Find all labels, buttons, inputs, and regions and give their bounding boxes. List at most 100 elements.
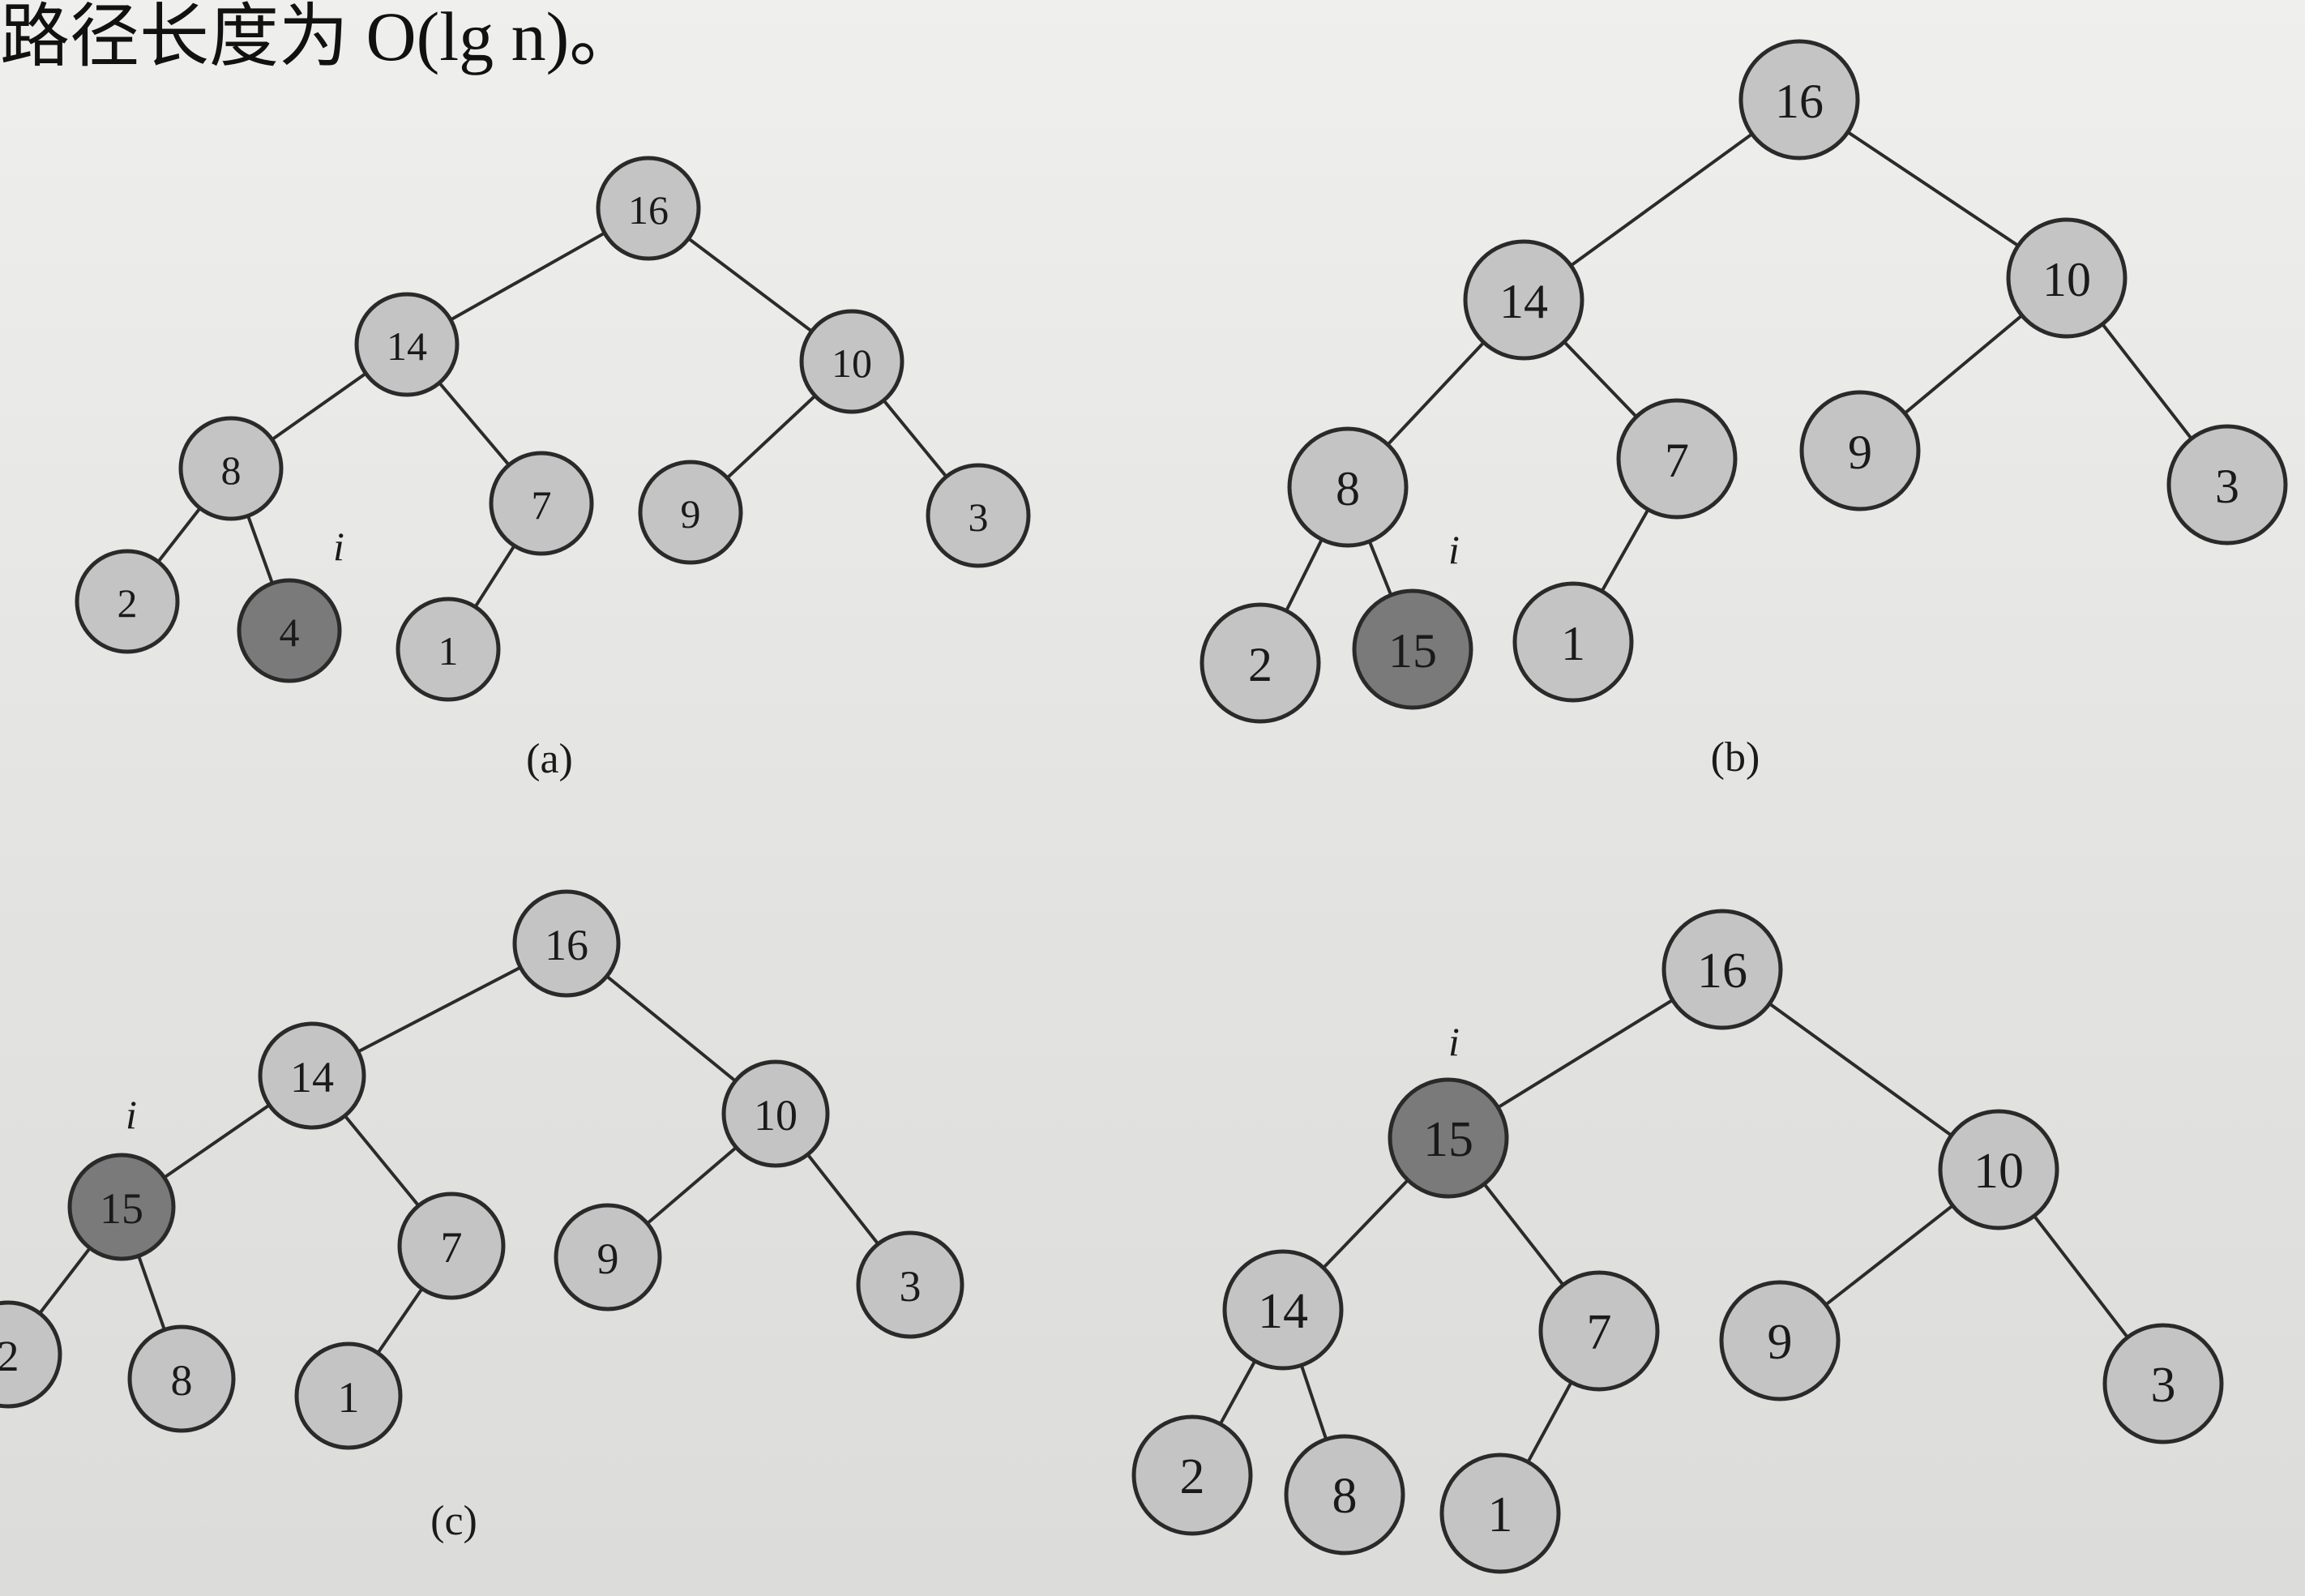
tree-node: 15	[1352, 588, 1473, 710]
node-circle	[489, 451, 594, 556]
node-circle-highlighted	[237, 578, 342, 683]
node-circle	[1463, 239, 1584, 361]
node-value: 14	[290, 1053, 334, 1102]
index-i-marker: i	[1448, 527, 1460, 572]
node-value: 3	[900, 1262, 922, 1311]
tree-node: 8	[1287, 426, 1409, 548]
node-circle	[638, 460, 743, 565]
node-value: 3	[2215, 460, 2239, 513]
node-value: 9	[681, 491, 701, 537]
index-i-marker: i	[1448, 1019, 1460, 1064]
node-circle	[1738, 39, 1860, 160]
node-value: 7	[441, 1223, 463, 1272]
node-value: 7	[1587, 1305, 1612, 1360]
tree-node: 9	[1719, 1280, 1841, 1401]
tree-node: 7	[1616, 398, 1738, 520]
node-circle	[2166, 424, 2288, 546]
tree-node: 9	[1799, 390, 1921, 511]
node-circle	[1200, 602, 1321, 724]
node-circle-highlighted	[1388, 1077, 1509, 1199]
node-circle	[396, 597, 501, 702]
node-value: 14	[387, 323, 427, 369]
tree-node: 1	[1512, 581, 1634, 703]
node-value: 16	[545, 921, 588, 969]
tree-node: 15	[67, 1153, 176, 1261]
node-value: 16	[628, 187, 669, 233]
node-value: 8	[1336, 462, 1360, 516]
node-circle	[1538, 1270, 1660, 1392]
node-value: 2	[1248, 638, 1272, 691]
tree-node: 1	[396, 597, 501, 702]
node-value: 10	[1974, 1144, 2024, 1199]
tree-node: 14	[1463, 239, 1584, 361]
node-circle	[127, 1324, 236, 1433]
tree-node: 7	[1538, 1270, 1660, 1392]
node-value: 8	[1332, 1469, 1358, 1524]
node-value: 3	[969, 494, 989, 540]
node-circle	[397, 1192, 506, 1300]
node-circle	[0, 1300, 62, 1409]
node-circle	[1439, 1453, 1561, 1574]
node-circle	[294, 1341, 403, 1450]
tree-node: 10	[799, 309, 904, 414]
tree-node: 2	[1200, 602, 1321, 724]
node-value: 1	[338, 1373, 360, 1422]
node-circle	[1938, 1109, 2059, 1230]
tree-node: 7	[397, 1192, 506, 1300]
node-circle	[856, 1230, 964, 1339]
tree-node: 10	[1938, 1109, 2059, 1230]
node-value: 14	[1258, 1284, 1308, 1339]
node-value: 15	[1388, 624, 1437, 678]
node-value: 1	[1561, 617, 1585, 670]
tree-node: 10	[2006, 217, 2128, 339]
node-circle	[799, 309, 904, 414]
node-value: 2	[0, 1332, 19, 1380]
node-value: 7	[1665, 434, 1689, 487]
node-circle-highlighted	[67, 1153, 176, 1261]
panel-label: (c)	[430, 1498, 477, 1544]
panel-label: (a)	[526, 736, 573, 782]
tree-node: 16	[1661, 909, 1783, 1030]
node-circle	[75, 549, 180, 654]
tree-node: 8	[1284, 1434, 1405, 1555]
node-value: 14	[1499, 275, 1548, 328]
node-value: 1	[438, 628, 459, 674]
tree-node: 2	[75, 549, 180, 654]
node-value: 2	[1180, 1449, 1205, 1504]
node-value: 2	[118, 580, 138, 626]
node-circle-highlighted	[1352, 588, 1473, 710]
tree-node: 9	[638, 460, 743, 565]
node-circle	[354, 292, 460, 397]
node-value: 1	[1488, 1487, 1513, 1543]
tree-node: 4	[237, 578, 342, 683]
node-value: 8	[171, 1356, 193, 1405]
node-value: 16	[1775, 75, 1824, 128]
tree-node: 8	[178, 416, 284, 521]
tree-node: 7	[489, 451, 594, 556]
tree-node: 3	[856, 1230, 964, 1339]
tree-node: 14	[258, 1021, 366, 1130]
tree-node: 2	[0, 1300, 62, 1409]
tree-node: 1	[1439, 1453, 1561, 1574]
node-value: 3	[2151, 1358, 2176, 1413]
tree-node: 14	[1222, 1249, 1344, 1371]
node-value: 10	[832, 340, 872, 386]
node-circle	[2006, 217, 2128, 339]
node-circle	[1131, 1414, 1253, 1536]
node-circle	[926, 463, 1031, 568]
node-circle	[1512, 581, 1634, 703]
tree-node: 16	[596, 156, 701, 261]
node-value: 4	[280, 610, 300, 655]
node-value: 16	[1697, 943, 1747, 999]
node-circle	[258, 1021, 366, 1130]
tree-node: 3	[2166, 424, 2288, 546]
node-circle	[721, 1059, 830, 1168]
node-circle	[596, 156, 701, 261]
node-value: 9	[597, 1234, 619, 1283]
node-value: 9	[1848, 426, 1872, 479]
node-value: 15	[100, 1184, 143, 1233]
